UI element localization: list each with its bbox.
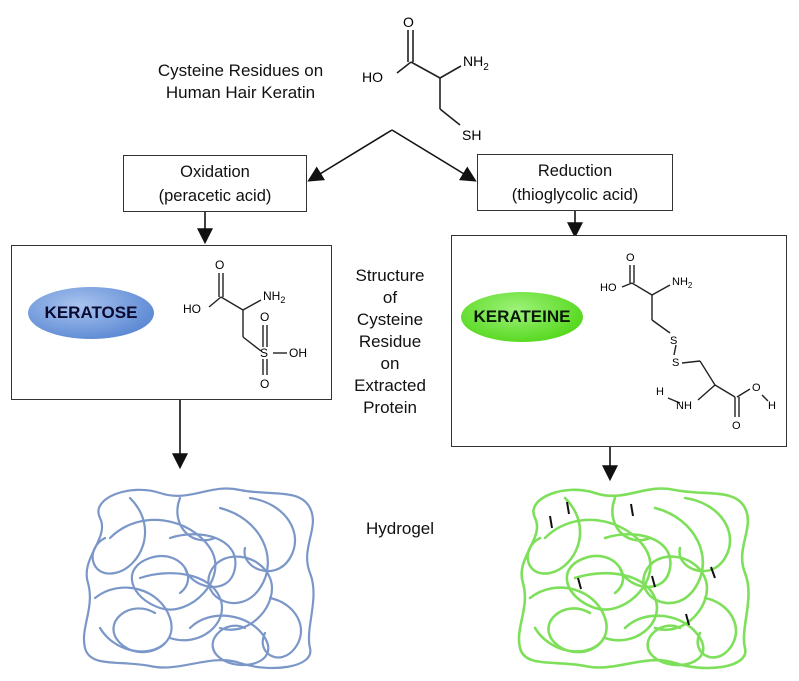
sulfur-atom: S — [670, 335, 677, 347]
caption-line: Cysteine — [356, 310, 424, 329]
oxidation-label: Oxidation — [180, 163, 250, 181]
amine-group: NH2 — [263, 289, 285, 305]
keratose-hydrogel — [82, 487, 315, 670]
hydrogen-atom: H — [768, 400, 776, 412]
caption-line: of — [382, 288, 398, 307]
oxygen-atom: O — [626, 252, 635, 264]
sulfonic-cysteine-structure: O HO NH2 O S OH — [183, 258, 307, 375]
hydroxyl-group: HO — [362, 69, 383, 85]
hydrogen-atom: H — [656, 386, 664, 398]
hydrogel-label: Hydrogel — [365, 519, 435, 538]
amine-group: NH2 — [463, 53, 489, 73]
oxygen-atom: O — [403, 14, 414, 30]
oxygen-atom: O — [260, 377, 269, 391]
keratose-badge: KERATOSE — [28, 287, 154, 339]
oxidation-box: Oxidation (peracetic acid) — [123, 155, 307, 212]
hydroxyl-group: HO — [183, 302, 201, 316]
oxidation-reagent: (peracetic acid) — [158, 187, 272, 205]
sulfur-atom: S — [260, 346, 268, 360]
sulfur-atom: S — [672, 357, 679, 369]
thiol-group: SH — [462, 127, 481, 143]
cystine-structure: O HO NH2 S S H NH O O H — [600, 252, 776, 432]
amine-group: NH — [676, 400, 692, 412]
hydroxyl-group: OH — [289, 346, 307, 360]
hydroxyl-group: HO — [600, 282, 617, 294]
oxygen-atom: O — [260, 310, 269, 324]
sulfonic-lower-oxygen: O — [260, 377, 269, 391]
amine-group: NH2 — [672, 276, 693, 290]
reduction-box: Reduction (thioglycolic acid) — [477, 154, 673, 211]
caption-line: Structure — [355, 266, 425, 285]
oxygen-atom: O — [752, 382, 761, 394]
caption-line: Protein — [363, 398, 417, 417]
caption-line: Residue — [358, 332, 422, 351]
caption-line: on — [380, 354, 400, 373]
kerateine-hydrogel — [517, 487, 750, 670]
structure-caption: Structure of Cysteine Residue on Extract… — [330, 265, 450, 419]
reduction-reagent: (thioglycolic acid) — [511, 186, 639, 204]
oxygen-atom: O — [215, 258, 224, 272]
title-line-2: Human Hair Keratin — [165, 83, 316, 102]
caption-line: Extracted — [354, 376, 426, 395]
kerateine-badge: KERATEINE — [461, 292, 583, 342]
cysteine-structure: O HO NH2 SH — [362, 14, 489, 143]
reduction-label: Reduction — [537, 162, 613, 180]
diagram-title: Cysteine Residues on Human Hair Keratin — [128, 60, 353, 104]
oxygen-atom: O — [732, 420, 741, 432]
disulfide-crosslinks — [549, 501, 716, 626]
title-line-1: Cysteine Residues on — [157, 61, 324, 80]
